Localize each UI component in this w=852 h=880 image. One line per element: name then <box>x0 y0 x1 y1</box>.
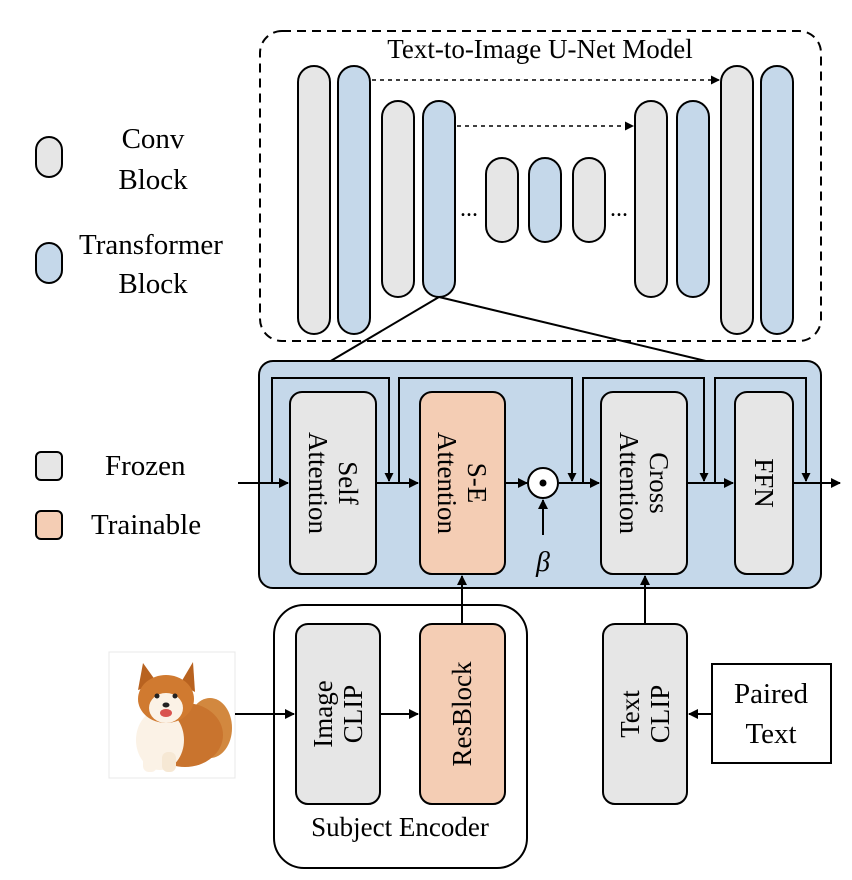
dog-eye <box>172 693 178 699</box>
cross-attention-label-line1: Cross <box>644 452 674 514</box>
subject-encoder: Image CLIP ResBlock Subject Encoder <box>273 575 528 869</box>
legend-frozen-label: Frozen <box>105 450 186 482</box>
dog-nose <box>162 702 170 708</box>
unet-transformer-block <box>422 100 456 298</box>
image-clip-label-line1: Image <box>308 680 338 747</box>
zoom-line-left <box>328 296 440 363</box>
image-clip-label-line2: CLIP <box>338 685 368 744</box>
legend-transformer-label-line1: Transformer <box>79 229 223 261</box>
dog-leg <box>143 750 157 772</box>
unet-model: Text-to-Image U-Net Model ... ... <box>259 30 822 363</box>
legend-trainable-swatch <box>35 510 63 540</box>
paired-text-label-line1: Paired <box>734 678 809 710</box>
residual-self-attention <box>271 377 394 483</box>
paired-text-box <box>711 663 832 764</box>
dog-leg <box>162 752 176 772</box>
unet-transformer-block <box>337 65 371 335</box>
legend-trainable-label: Trainable <box>91 509 201 541</box>
multiply-dot <box>539 479 547 487</box>
self-attention-block <box>289 391 377 575</box>
paired-text-label-line2: Text <box>745 718 796 750</box>
unet-title: Text-to-Image U-Net Model <box>387 34 693 64</box>
text-clip-label-line1: Text <box>615 690 645 738</box>
legend-conv-label-line2: Block <box>118 164 188 196</box>
se-attention-block <box>419 391 506 575</box>
dog-face <box>149 693 183 723</box>
unet-conv-block <box>297 65 331 335</box>
unet-ellipsis-right: ... <box>610 196 628 222</box>
unet-conv-block <box>485 157 519 243</box>
legend-conv-icon <box>35 136 63 178</box>
unet-conv-block <box>634 100 668 298</box>
residual-ffn <box>714 377 811 483</box>
text-clip-label-line2: CLIP <box>645 685 675 744</box>
unet-conv-block <box>381 100 415 298</box>
se-attention-label-line1: S-E <box>462 463 492 504</box>
unet-frame <box>259 30 822 342</box>
legend-conv-label-line1: Conv <box>122 123 185 155</box>
ffn-block <box>734 391 794 575</box>
unet-conv-block <box>720 65 754 335</box>
self-attention-label-line2: Attention <box>303 432 333 534</box>
legend: Conv Block Transformer Block Frozen Trai… <box>35 123 223 541</box>
unet-ellipsis-left: ... <box>460 196 478 222</box>
legend-transformer-label-line2: Block <box>118 268 188 300</box>
unet-transformer-block <box>676 100 710 298</box>
legend-transformer-icon <box>35 242 63 284</box>
dog-mouth <box>160 709 172 717</box>
cross-attention-block <box>600 391 688 575</box>
ffn-label: FFN <box>749 458 779 508</box>
unet-transformer-block <box>528 157 562 243</box>
transformer-block-detail: Self Attention S-E Attention β Cross Att… <box>238 360 841 589</box>
se-attention-label-line2: Attention <box>432 432 462 534</box>
zoom-line-right <box>438 296 711 363</box>
unet-transformer-block <box>760 65 794 335</box>
input-image <box>108 651 236 779</box>
self-attention-label-line1: Self <box>333 461 363 505</box>
cross-attention-label-line2: Attention <box>614 432 644 534</box>
resblock-label: ResBlock <box>447 661 477 766</box>
unet-conv-block <box>572 157 606 243</box>
residual-cross-attention <box>582 377 709 483</box>
legend-frozen-swatch <box>35 451 63 481</box>
subject-encoder-title: Subject Encoder <box>311 812 489 842</box>
beta-label: β <box>535 547 550 578</box>
residual-se-attention <box>398 377 577 483</box>
dog-eye <box>154 693 160 699</box>
text-branch: Text CLIP Paired Text <box>602 575 832 805</box>
